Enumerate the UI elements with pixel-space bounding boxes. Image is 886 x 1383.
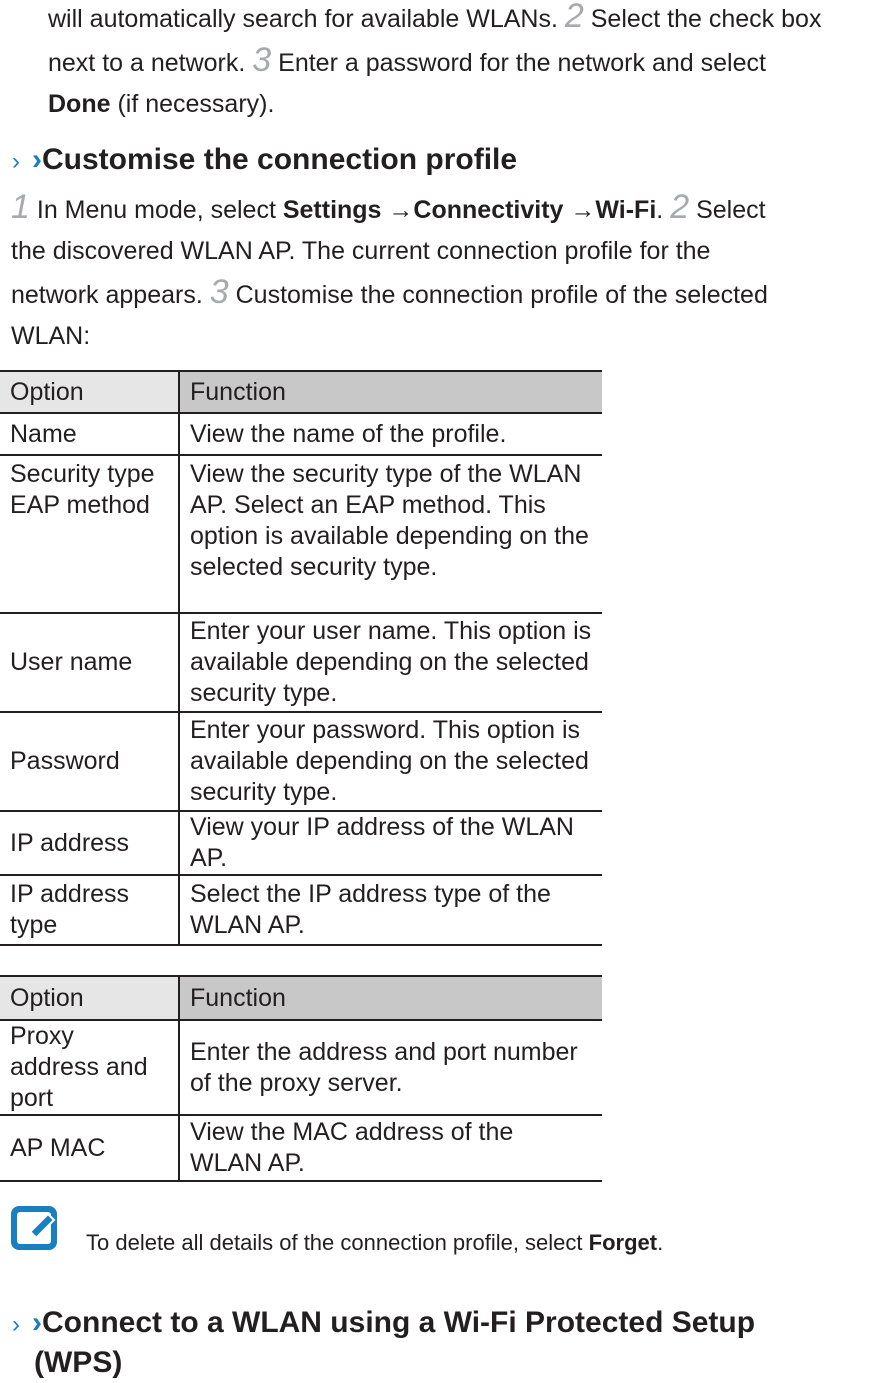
intro-line-1: will automatically search for available … bbox=[48, 0, 821, 40]
function-cell: View the name of the profile. bbox=[179, 413, 602, 456]
table-row: AP MAC View the MAC address of the WLAN … bbox=[0, 1115, 602, 1182]
function-cell: Enter the address and port number of the… bbox=[179, 1020, 602, 1116]
option-cell: User name bbox=[0, 613, 180, 713]
intro-paragraph: will automatically search for available … bbox=[48, 0, 821, 125]
note-text: To delete all details of the connection … bbox=[86, 1230, 664, 1255]
column-header-option: Option bbox=[0, 370, 180, 414]
body-line-1: 1 In Menu mode, select Settings →Connect… bbox=[11, 188, 766, 226]
chevron-right-icon: › bbox=[32, 143, 42, 176]
step-number: 3 bbox=[252, 41, 272, 79]
option-cell: Name bbox=[0, 413, 180, 456]
note-pencil-icon bbox=[10, 1205, 62, 1253]
chevron-right-icon: › bbox=[32, 1306, 42, 1339]
table-row: Security type EAP method View the securi… bbox=[0, 455, 602, 614]
step-number: 1 bbox=[11, 188, 30, 226]
chevron-right-icon: › bbox=[12, 1311, 20, 1338]
table-header-row: Option Function bbox=[0, 370, 602, 414]
column-header-function: Function bbox=[179, 370, 602, 414]
table-row: IP address type Select the IP address ty… bbox=[0, 875, 602, 946]
section-title: Connect to a WLAN using a Wi-Fi Protecte… bbox=[42, 1306, 756, 1339]
table-row: User name Enter your user name. This opt… bbox=[0, 613, 602, 713]
option-cell: IP address bbox=[0, 811, 180, 876]
function-cell: View your IP address of the WLAN AP. bbox=[179, 811, 602, 876]
chevron-right-icon: › bbox=[12, 148, 20, 175]
option-cell: Proxy address and port bbox=[0, 1020, 180, 1116]
body-line-3: network appears. 3 Customise the connect… bbox=[11, 273, 768, 311]
section-body: 1 In Menu mode, select Settings →Connect… bbox=[11, 187, 768, 357]
table-row: IP address View your IP address of the W… bbox=[0, 811, 602, 876]
option-cell: IP address type bbox=[0, 875, 180, 946]
intro-line-3: Done (if necessary). bbox=[48, 90, 275, 118]
body-line-4: WLAN: bbox=[11, 322, 91, 350]
step-number: 2 bbox=[670, 188, 690, 226]
option-cell: AP MAC bbox=[0, 1115, 180, 1182]
section-title-continued: (WPS) bbox=[34, 1346, 123, 1379]
intro-line-2: next to a network. 3 Enter a password fo… bbox=[48, 41, 766, 79]
function-cell: View the security type of the WLAN AP. S… bbox=[179, 455, 602, 614]
step-number: 2 bbox=[564, 0, 584, 35]
table-row: Proxy address and port Enter the address… bbox=[0, 1020, 602, 1116]
function-cell: View the MAC address of the WLAN AP. bbox=[179, 1115, 602, 1182]
section-heading-wps: ››Connect to a WLAN using a Wi-Fi Protec… bbox=[12, 1304, 755, 1382]
table-header-row: Option Function bbox=[0, 975, 602, 1021]
options-table-1: Option Function Name View the name of th… bbox=[0, 370, 602, 946]
function-cell: Enter your user name. This option is ava… bbox=[179, 613, 602, 713]
section-title: Customise the connection profile bbox=[42, 143, 518, 176]
step-number: 3 bbox=[209, 273, 229, 311]
function-cell: Select the IP address type of the WLAN A… bbox=[179, 875, 602, 946]
option-cell: Security type EAP method bbox=[0, 455, 180, 614]
table-row: Name View the name of the profile. bbox=[0, 413, 602, 456]
section-heading-customise: ››Customise the connection profile bbox=[12, 143, 517, 177]
table-row: Password Enter your password. This optio… bbox=[0, 712, 602, 812]
body-line-2: the discovered WLAN AP. The current conn… bbox=[11, 237, 711, 265]
column-header-function: Function bbox=[179, 975, 602, 1021]
function-cell: Enter your password. This option is avai… bbox=[179, 712, 602, 812]
options-table-2: Option Function Proxy address and port E… bbox=[0, 975, 602, 1182]
option-cell: Password bbox=[0, 712, 180, 812]
column-header-option: Option bbox=[0, 975, 180, 1021]
